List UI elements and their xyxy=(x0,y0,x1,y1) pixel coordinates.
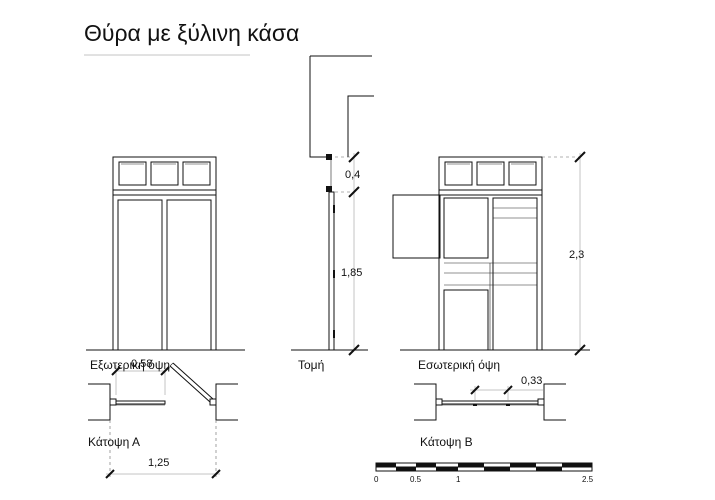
plan-a xyxy=(88,362,238,479)
plan-b xyxy=(414,383,566,421)
scale-tick-0-5: 0.5 xyxy=(410,475,422,484)
label-section: Τομή xyxy=(298,358,324,372)
label-exterior: Εξωτερική όψη xyxy=(90,358,170,372)
label-interior: Εσωτερική όψη xyxy=(418,358,500,372)
dim-0-4: 0,4 xyxy=(345,169,360,181)
exterior-elevation xyxy=(86,156,245,351)
label-plan-a: Κάτοψη Α xyxy=(88,435,140,449)
interior-elevation xyxy=(392,151,590,356)
dim-0-58: 0,58 xyxy=(131,358,152,370)
label-plan-b: Κάτοψη Β xyxy=(420,435,473,449)
drawing-title: Θύρα με ξύλινη κάσα xyxy=(84,20,299,46)
scale-bar xyxy=(375,462,593,472)
scale-tick-0: 0 xyxy=(374,475,379,484)
section-view xyxy=(291,55,374,356)
dim-2-3: 2,3 xyxy=(569,249,584,261)
dim-1-85: 1,85 xyxy=(341,267,362,279)
scale-tick-2-5: 2.5 xyxy=(582,475,594,484)
scale-tick-1: 1 xyxy=(456,475,461,484)
dim-1-25: 1,25 xyxy=(148,457,169,469)
dim-0-33: 0,33 xyxy=(521,375,542,387)
